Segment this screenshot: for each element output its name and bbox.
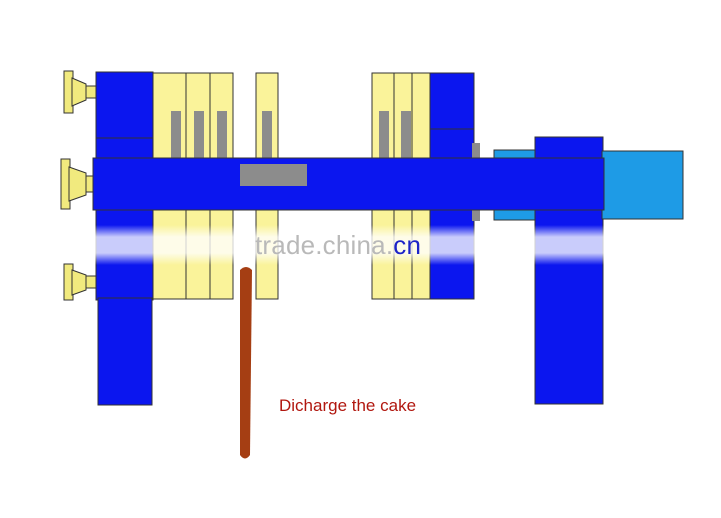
plate-slot <box>379 111 389 159</box>
discharge-chute <box>240 267 252 459</box>
hydraulic-motor <box>601 150 684 220</box>
plate-slot <box>171 111 181 159</box>
handwheel-top-shaft <box>85 85 98 99</box>
left-leg <box>97 297 153 406</box>
handwheel-top <box>63 70 98 114</box>
plate-slot <box>262 111 272 159</box>
watermark-text-part1: trade.china. <box>255 230 394 260</box>
plate-slot <box>194 111 204 159</box>
handwheel-middle <box>60 158 98 210</box>
watermark-text-part2: cn <box>393 230 422 260</box>
beam-handle <box>240 164 307 186</box>
handwheel-middle-hub <box>68 166 87 202</box>
handwheel-bottom <box>63 263 98 301</box>
watermark-band <box>88 225 608 265</box>
main-beam <box>92 157 605 211</box>
plate-slot <box>401 111 411 159</box>
handwheel-top-hub <box>71 77 87 107</box>
plate-slot <box>217 111 227 159</box>
handwheel-bottom-shaft <box>85 275 98 289</box>
discharge-caption: Dicharge the cake <box>279 396 417 415</box>
handwheel-bottom-hub <box>71 269 87 296</box>
watermark: trade.china.cn <box>255 230 421 261</box>
